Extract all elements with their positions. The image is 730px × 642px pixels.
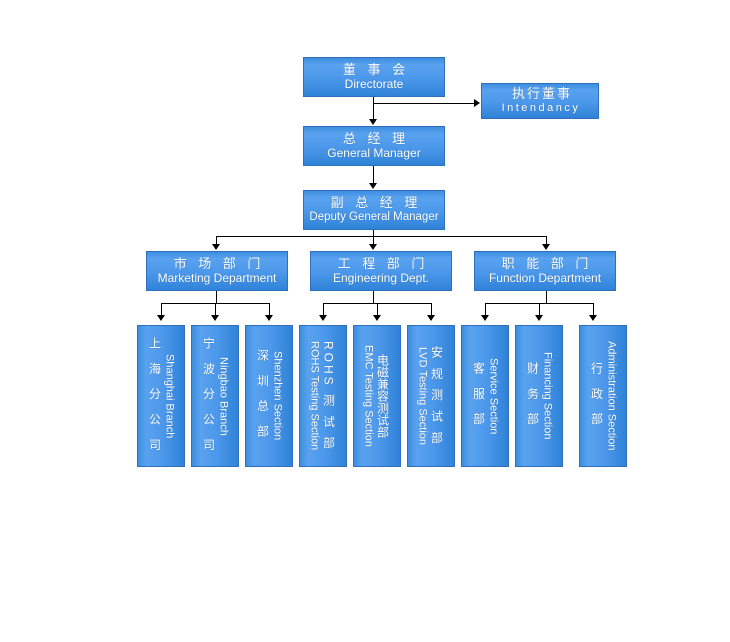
leaf-emc-testing-section[interactable]: EMC Testing Section 电磁兼容测试部 xyxy=(353,325,401,467)
node-general-manager-cn: 总 经 理 xyxy=(342,130,410,146)
connector-function-stem xyxy=(546,291,547,303)
connector-function-leg-1 xyxy=(485,303,486,317)
node-function-department-cn: 职 能 部 门 xyxy=(501,255,593,271)
leaf-service-section[interactable]: 客 服 部 Service Section xyxy=(461,325,509,467)
connector-function-leg-3 xyxy=(593,303,594,317)
arrow-to-marketing xyxy=(212,244,220,250)
leaf-emc-testing-section-en: EMC Testing Section xyxy=(362,345,375,447)
node-function-department-en: Function Department xyxy=(488,270,602,285)
node-marketing-department[interactable]: 市 场 部 门 Marketing Department xyxy=(146,251,288,291)
leaf-rohs-testing-section-en: ROHS Testing Section xyxy=(308,341,321,451)
connector-bus-to-function xyxy=(546,236,547,246)
connector-marketing-leg-2 xyxy=(215,303,216,317)
arrow-marketing-leaf-2 xyxy=(211,315,219,321)
node-general-manager-en: General Manager xyxy=(327,145,421,160)
connector-directorate-to-intendancy xyxy=(373,103,475,104)
node-marketing-department-cn: 市 场 部 门 xyxy=(173,255,265,271)
connector-engineering-leg-3 xyxy=(431,303,432,317)
leaf-lvd-testing-section-en: LVD Testing Section xyxy=(416,346,429,446)
leaf-rohs-testing-section-cn: ROHS 测 试 部 xyxy=(321,340,336,452)
leaf-shenzhen-section[interactable]: 深 圳 总 部 Shenzhen Section xyxy=(245,325,293,467)
arrow-marketing-leaf-3 xyxy=(265,315,273,321)
node-intendancy-en: Intendancy xyxy=(501,102,581,115)
connector-marketing-leg-3 xyxy=(269,303,270,317)
connector-bus-to-marketing xyxy=(216,236,217,246)
arrow-engineering-leaf-3 xyxy=(427,315,435,321)
connector-marketing-stem xyxy=(216,291,217,303)
leaf-ningbao-branch-cn: 宁 波 分 公 司 xyxy=(201,336,216,456)
leaf-rohs-testing-section[interactable]: ROHS Testing Section ROHS 测 试 部 xyxy=(299,325,347,467)
leaf-shenzhen-section-en: Shenzhen Section xyxy=(271,351,284,441)
node-general-manager[interactable]: 总 经 理 General Manager xyxy=(303,126,445,166)
connector-bus-to-engineering xyxy=(373,236,374,246)
arrow-engineering-leaf-1 xyxy=(319,315,327,321)
leaf-emc-testing-section-cn: 电磁兼容测试部 xyxy=(375,354,390,438)
leaf-financing-section-cn: 财 务 部 xyxy=(525,362,540,430)
leaf-financing-section[interactable]: 财 务 部 Financing Section xyxy=(515,325,563,467)
leaf-lvd-testing-section-cn: 安 规 测 试 部 xyxy=(429,345,444,447)
leaf-lvd-testing-section[interactable]: LVD Testing Section 安 规 测 试 部 xyxy=(407,325,455,467)
leaf-administration-section[interactable]: 行 政 部 Administration Section xyxy=(579,325,627,467)
arrow-directorate-to-gm xyxy=(369,119,377,125)
connector-gm-to-dgm xyxy=(373,166,374,187)
leaf-administration-section-cn: 行 政 部 xyxy=(589,362,604,430)
node-intendancy[interactable]: 执行董事 Intendancy xyxy=(481,83,599,119)
leaf-ningbao-branch[interactable]: 宁 波 分 公 司 Ningbao Branch xyxy=(191,325,239,467)
leaf-administration-section-en: Administration Section xyxy=(605,341,618,451)
connector-dgm-stem xyxy=(373,230,374,237)
arrow-to-function xyxy=(542,244,550,250)
leaf-service-section-cn: 客 服 部 xyxy=(471,362,486,430)
node-intendancy-cn: 执行董事 xyxy=(511,86,572,102)
leaf-financing-section-en: Financing Section xyxy=(541,352,554,440)
arrow-gm-to-dgm xyxy=(369,183,377,189)
node-marketing-department-en: Marketing Department xyxy=(157,270,277,285)
node-function-department[interactable]: 职 能 部 门 Function Department xyxy=(474,251,616,291)
node-deputy-general-manager[interactable]: 副 总 经 理 Deputy General Manager xyxy=(303,190,445,230)
connector-engineering-leg-1 xyxy=(323,303,324,317)
arrow-function-leaf-3 xyxy=(589,315,597,321)
arrow-function-leaf-1 xyxy=(481,315,489,321)
leaf-shanghai-branch-en: Shanghai Branch xyxy=(163,353,176,439)
arrow-to-intendancy xyxy=(474,99,480,107)
leaf-shanghai-branch[interactable]: 上 海 分 公 司 Shanghai Branch xyxy=(137,325,185,467)
connector-marketing-leg-1 xyxy=(161,303,162,317)
node-deputy-general-manager-cn: 副 总 经 理 xyxy=(330,194,422,210)
node-engineering-department-cn: 工 程 部 门 xyxy=(337,255,429,271)
connector-department-bus xyxy=(216,236,547,237)
node-engineering-department-en: Engineering Dept. xyxy=(332,270,430,285)
leaf-shenzhen-section-cn: 深 圳 总 部 xyxy=(255,349,270,443)
arrow-to-engineering xyxy=(369,244,377,250)
node-engineering-department[interactable]: 工 程 部 门 Engineering Dept. xyxy=(310,251,452,291)
node-directorate-en: Directorate xyxy=(344,76,404,91)
node-directorate-cn: 董 事 会 xyxy=(342,61,410,77)
connector-function-leg-2 xyxy=(539,303,540,317)
arrow-engineering-leaf-2 xyxy=(373,315,381,321)
connector-engineering-stem xyxy=(373,291,374,303)
leaf-ningbao-branch-en: Ningbao Branch xyxy=(217,356,230,436)
arrow-function-leaf-2 xyxy=(535,315,543,321)
leaf-shanghai-branch-cn: 上 海 分 公 司 xyxy=(147,336,162,456)
arrow-marketing-leaf-1 xyxy=(157,315,165,321)
leaf-service-section-en: Service Section xyxy=(487,357,500,435)
node-directorate[interactable]: 董 事 会 Directorate xyxy=(303,57,445,97)
connector-engineering-leg-2 xyxy=(377,303,378,317)
node-deputy-general-manager-en: Deputy General Manager xyxy=(309,210,439,223)
connector-directorate-stem xyxy=(373,97,374,123)
